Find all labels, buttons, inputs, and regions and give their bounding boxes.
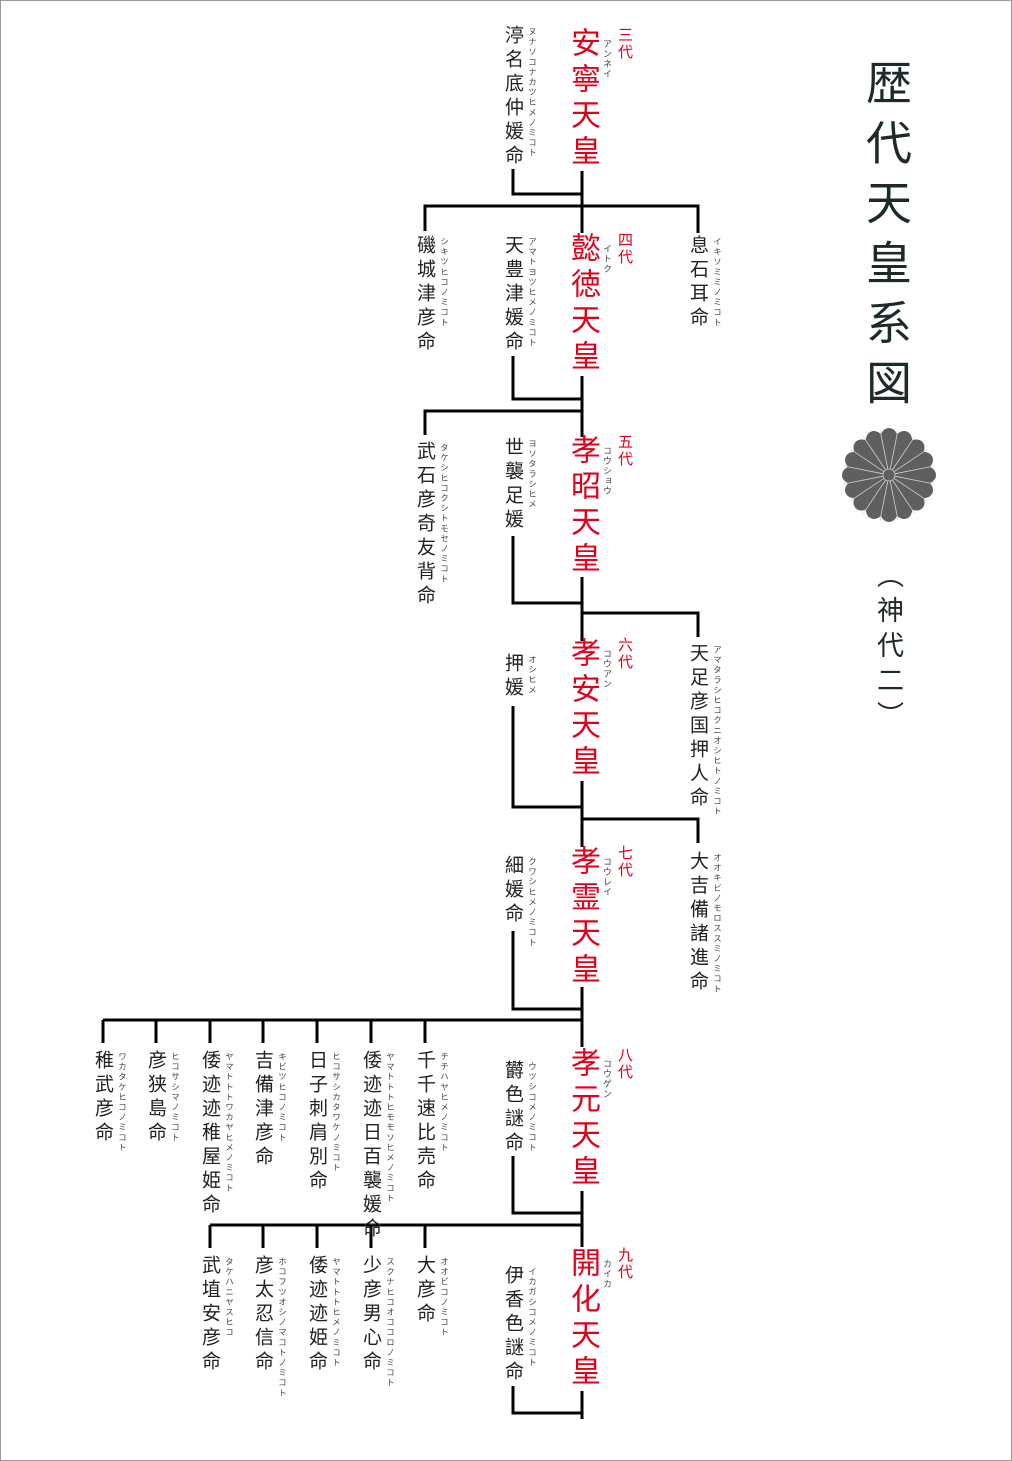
person-reading: ヌナソコナカツヒメノミコト xyxy=(526,27,537,159)
person-name: 押媛 xyxy=(502,653,524,701)
person-name: 千千速比売命 xyxy=(414,1050,436,1194)
person-name: 渟名底仲媛命 xyxy=(502,25,524,169)
page-title: 歴代天皇系図 xyxy=(859,59,913,419)
emperor-name: 孝元天皇 xyxy=(565,1047,600,1191)
emperor-reading: アンネイ xyxy=(601,39,611,79)
person-reading: ウツシコメノミコト xyxy=(526,1062,537,1153)
generation-label: 四代 xyxy=(616,232,634,266)
person-name: 大彦命 xyxy=(414,1255,436,1327)
page-subtitle: （神代二） xyxy=(872,561,903,736)
person-reading: オオビコノミコト xyxy=(438,1257,449,1338)
person-name: 稚武彦命 xyxy=(92,1050,114,1146)
emperor-reading: コウショウ xyxy=(601,446,611,496)
lineage-line xyxy=(511,536,582,605)
person-reading: ヤマトトトヒモモソヒメノミコト xyxy=(384,1052,395,1204)
person-name: 天豊津媛命 xyxy=(502,235,524,355)
person-name: 武石彦奇友背命 xyxy=(414,441,436,609)
person-reading: クワシヒメノミコト xyxy=(526,857,537,948)
generation-label: 六代 xyxy=(616,637,634,671)
person-reading: タケハニヤスヒコ xyxy=(223,1257,234,1338)
person-reading: ホコフツオシノマコトノミコト xyxy=(276,1257,287,1399)
lineage-line xyxy=(511,169,582,196)
person-reading: スクナヒコオココロノミコト xyxy=(384,1257,395,1389)
lineage-line xyxy=(423,204,700,233)
lineage-line xyxy=(511,706,582,809)
person-name: 少彦男心命 xyxy=(360,1255,382,1375)
person-name: 倭迹迹日百襲媛命 xyxy=(360,1050,382,1242)
lineage-line xyxy=(582,611,700,637)
person-reading: ヒコサシマノミコト xyxy=(169,1052,180,1143)
person-reading: アマトヨツヒメノミコト xyxy=(526,237,537,349)
person-name: 彦狭島命 xyxy=(145,1050,167,1146)
lineage-line xyxy=(511,356,582,401)
emperor-reading: コウアン xyxy=(601,649,611,689)
emperor-name: 孝昭天皇 xyxy=(565,434,600,578)
person-name: 吉備津彦命 xyxy=(252,1050,274,1170)
person-reading: アマタラシヒコクニオシヒトノミコト xyxy=(711,645,722,817)
lineage-line xyxy=(582,817,700,843)
emperor-reading: カイカ xyxy=(601,1259,611,1289)
person-name: 世襲足媛 xyxy=(502,437,524,533)
person-name: 倭迹迹稚屋姫命 xyxy=(199,1050,221,1218)
person-name: 伊香色謎命 xyxy=(502,1265,524,1385)
generation-label: 三代 xyxy=(616,27,634,61)
person-reading: イカガシコメノミコト xyxy=(526,1267,537,1368)
person-name: 大吉備諸進命 xyxy=(687,851,709,995)
person-name: 彦太忍信命 xyxy=(252,1255,274,1375)
lineage-line xyxy=(423,409,582,435)
chrysanthemum-icon xyxy=(842,428,936,522)
person-reading: キビツヒコノミコト xyxy=(276,1052,287,1143)
person-name: 日子刺肩別命 xyxy=(306,1050,328,1194)
lineage-line xyxy=(511,931,582,1011)
person-reading: ヨソタラシヒメ xyxy=(526,439,537,510)
person-name: 細媛命 xyxy=(502,855,524,927)
person-name: 武埴安彦命 xyxy=(199,1255,221,1375)
person-name: 欝色謎命 xyxy=(502,1060,524,1156)
emperor-reading: コウレイ xyxy=(601,857,611,897)
person-name: 天足彦国押人命 xyxy=(687,643,709,811)
emperor-name: 孝霊天皇 xyxy=(565,845,600,989)
person-reading: シキツヒコノミコト xyxy=(438,237,449,328)
lineage-line xyxy=(511,1386,582,1415)
emperor-name: 安寧天皇 xyxy=(565,27,600,171)
emperor-reading: イトク xyxy=(601,244,611,274)
person-reading: チチハヤヒメノミコト xyxy=(438,1052,449,1153)
person-reading: タケシヒコクシトモセノミコト xyxy=(438,443,449,585)
generation-label: 九代 xyxy=(616,1247,634,1281)
emperor-reading: コウゲン xyxy=(601,1059,611,1099)
person-name: 磯城津彦命 xyxy=(414,235,436,355)
person-reading: ワカタケヒコノミコト xyxy=(116,1052,127,1153)
emperor-name: 懿徳天皇 xyxy=(565,232,600,376)
person-reading: オシヒメ xyxy=(526,655,537,696)
person-reading: ヒコサシカタワケノミコト xyxy=(330,1052,341,1174)
person-reading: ヤマトトトワカヤヒメノミコト xyxy=(223,1052,234,1194)
lineage-line xyxy=(511,1156,582,1215)
person-reading: オオキビノモロススミノミコト xyxy=(711,853,722,995)
generation-label: 七代 xyxy=(616,845,634,879)
emperor-name: 孝安天皇 xyxy=(565,637,600,781)
person-reading: イキソミミノミコト xyxy=(711,237,722,328)
person-name: 息石耳命 xyxy=(687,235,709,331)
generation-label: 五代 xyxy=(616,434,634,468)
emperor-name: 開化天皇 xyxy=(565,1247,600,1391)
person-reading: ヤマトトトヒメノミコト xyxy=(330,1257,341,1369)
generation-label: 八代 xyxy=(616,1047,634,1081)
person-name: 倭迹迹姫命 xyxy=(306,1255,328,1375)
